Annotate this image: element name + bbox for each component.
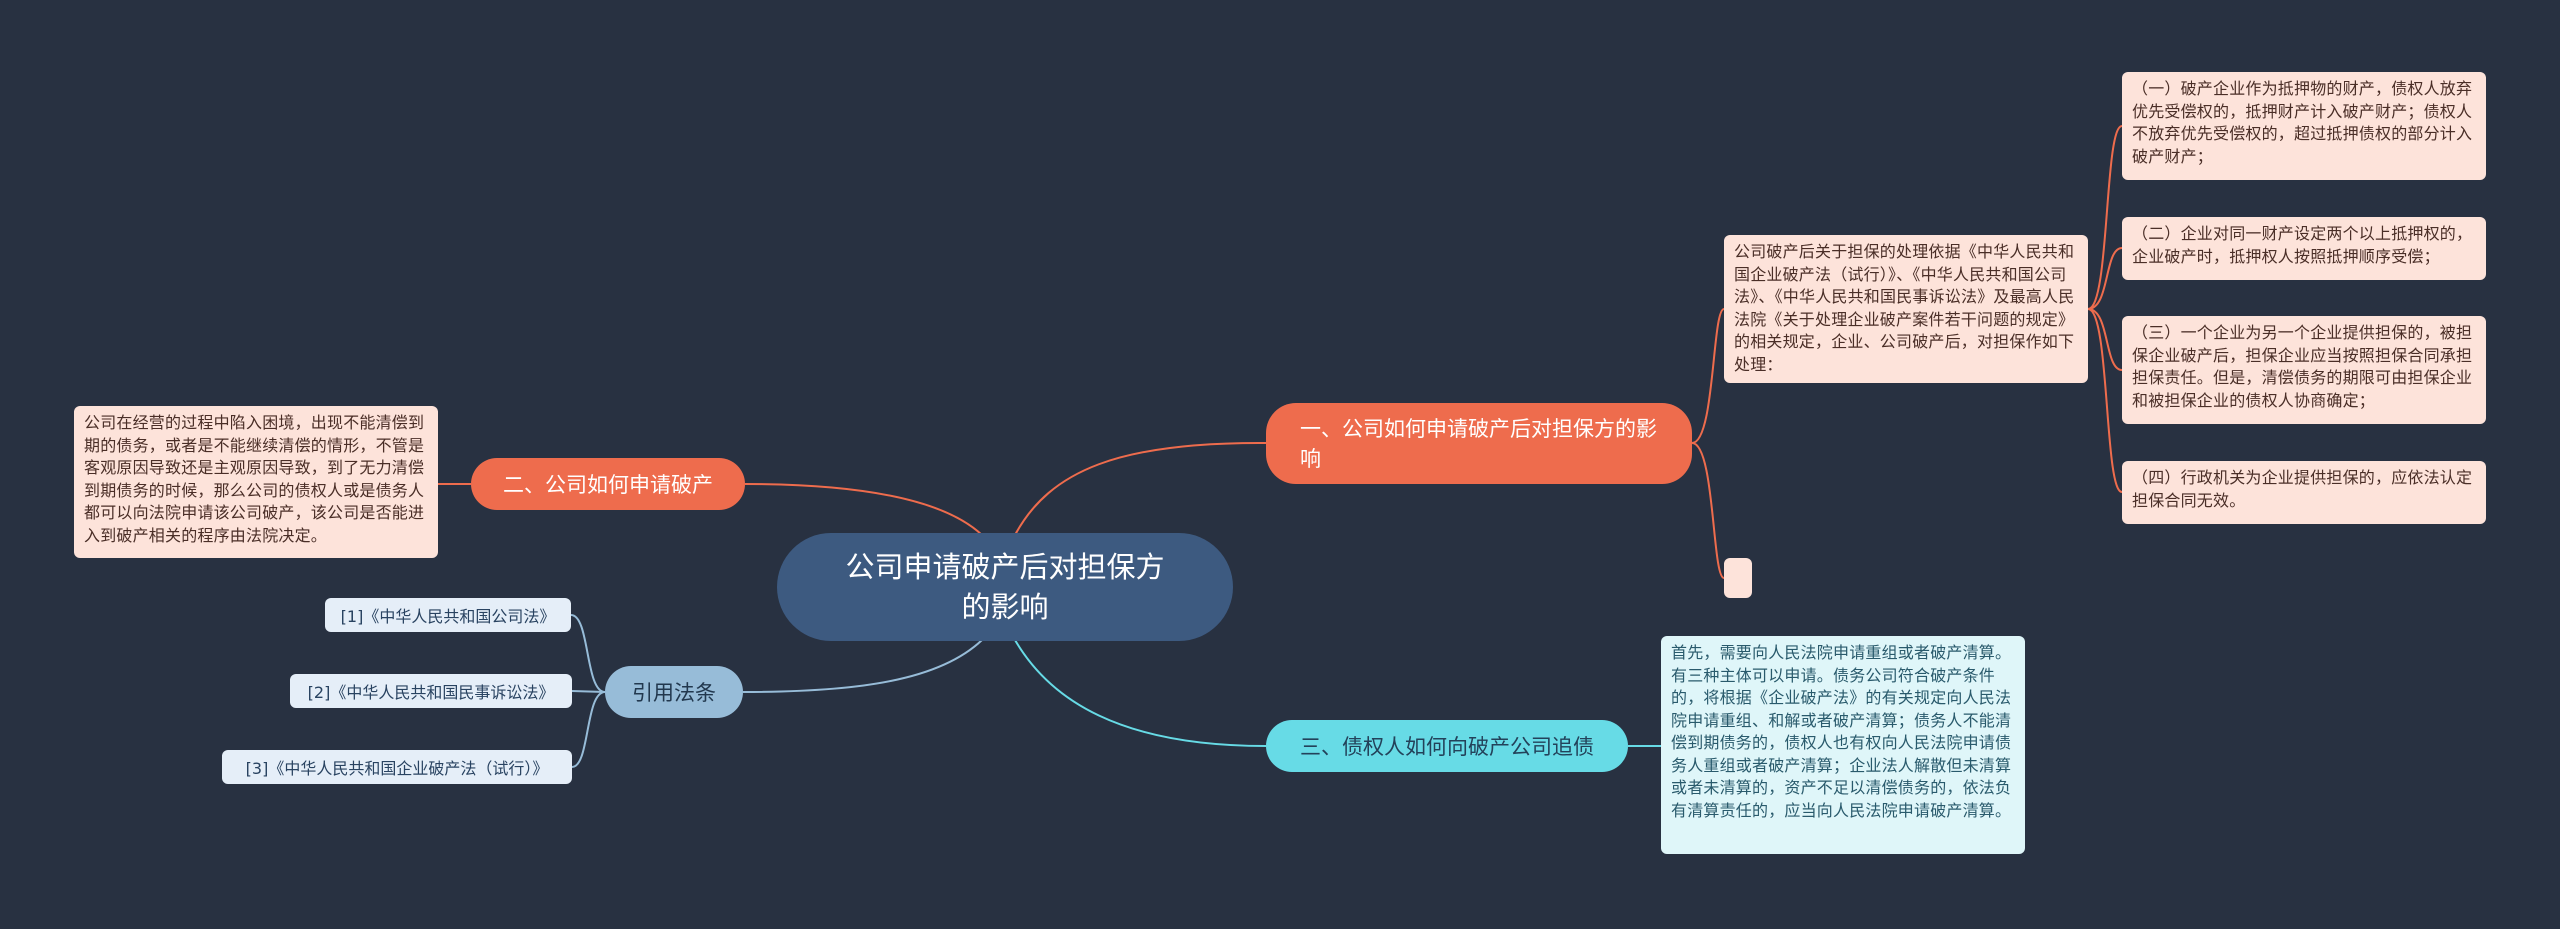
link-basis-item1: [2087, 125, 2123, 310]
link-impact-empty: [1691, 442, 1725, 579]
branch-how-to-apply[interactable]: 二、公司如何申请破产: [471, 458, 745, 510]
leaf-creditors-text: 首先，需要向人民法院申请重组或者破产清算。有三种主体可以申请。债务公司符合破产条…: [1671, 643, 2012, 820]
branch-creditors[interactable]: 三、债权人如何向破产公司追债: [1266, 720, 1628, 772]
leaf-item-4[interactable]: （四）行政机关为企业提供担保的，应依法认定担保合同无效。: [2122, 461, 2486, 524]
link-root-creditors: [1014, 639, 1267, 747]
leaf-how-to-apply[interactable]: 公司在经营的过程中陷入困境，出现不能清偿到期的债务，或者是不能继续清偿的情形，不…: [74, 406, 438, 558]
link-root-laws: [742, 639, 983, 693]
leaf-item-4-text: （四）行政机关为企业提供担保的，应依法认定担保合同无效。: [2132, 468, 2473, 510]
branch-impact[interactable]: 一、公司如何申请破产后对担保方的影响: [1266, 403, 1692, 484]
branch-impact-label: 一、公司如何申请破产后对担保方的影响: [1300, 416, 1657, 471]
branch-laws[interactable]: 引用法条: [605, 666, 743, 718]
link-laws-law1: [570, 614, 606, 693]
leaf-item-2[interactable]: （二）企业对同一财产设定两个以上抵押权的，企业破产时，抵押权人按照抵押顺序受偿；: [2122, 217, 2486, 280]
link-basis-item4: [2087, 308, 2123, 493]
link-basis-item2: [2087, 247, 2123, 310]
branch-how-label: 二、公司如何申请破产: [503, 473, 713, 497]
branch-laws-label: 引用法条: [632, 681, 716, 705]
leaf-basis[interactable]: 公司破产后关于担保的处理依据《中华人民共和国企业破产法（试行）》、《中华人民共和…: [1724, 235, 2088, 383]
leaf-item-3[interactable]: （三）一个企业为另一个企业提供担保的，被担保企业破产后，担保企业应当按照担保合同…: [2122, 316, 2486, 424]
link-root-how: [744, 483, 983, 536]
law-item-1[interactable]: [1]《中华人民共和国公司法》: [325, 598, 571, 632]
leaf-item-1[interactable]: （一）破产企业作为抵押物的财产，债权人放弃优先受偿权的，抵押财产计入破产财产；债…: [2122, 72, 2486, 180]
branch-creditors-label: 三、债权人如何向破产公司追债: [1300, 735, 1594, 759]
law-item-1-text: [1]《中华人民共和国公司法》: [340, 607, 556, 626]
root-topic[interactable]: 公司申请破产后对担保方的影响: [777, 533, 1233, 641]
link-laws-law2: [571, 690, 606, 693]
leaf-empty[interactable]: [1724, 558, 1752, 598]
link-laws-law3: [571, 691, 606, 768]
leaf-creditors[interactable]: 首先，需要向人民法院申请重组或者破产清算。有三种主体可以申请。债务公司符合破产条…: [1661, 636, 2025, 854]
law-item-2[interactable]: [2]《中华人民共和国民事诉讼法》: [290, 674, 572, 708]
leaf-item-3-text: （三）一个企业为另一个企业提供担保的，被担保企业破产后，担保企业应当按照担保合同…: [2132, 323, 2473, 410]
leaf-item-1-text: （一）破产企业作为抵押物的财产，债权人放弃优先受偿权的，抵押财产计入破产财产；债…: [2132, 79, 2473, 166]
link-basis-item3: [2087, 308, 2123, 371]
law-item-3-text: [3]《中华人民共和国企业破产法（试行）》: [245, 759, 549, 778]
link-impact-basis: [1691, 308, 1725, 444]
law-item-3[interactable]: [3]《中华人民共和国企业破产法（试行）》: [222, 750, 572, 784]
root-title: 公司申请破产后对担保方的影响: [845, 550, 1165, 624]
leaf-how-text: 公司在经营的过程中陷入困境，出现不能清偿到期的债务，或者是不能继续清偿的情形，不…: [84, 413, 425, 545]
leaf-basis-text: 公司破产后关于担保的处理依据《中华人民共和国企业破产法（试行）》、《中华人民共和…: [1734, 242, 2075, 374]
law-item-2-text: [2]《中华人民共和国民事诉讼法》: [307, 683, 555, 702]
leaf-item-2-text: （二）企业对同一财产设定两个以上抵押权的，企业破产时，抵押权人按照抵押顺序受偿；: [2132, 224, 2473, 266]
link-root-impact: [1014, 441, 1267, 536]
